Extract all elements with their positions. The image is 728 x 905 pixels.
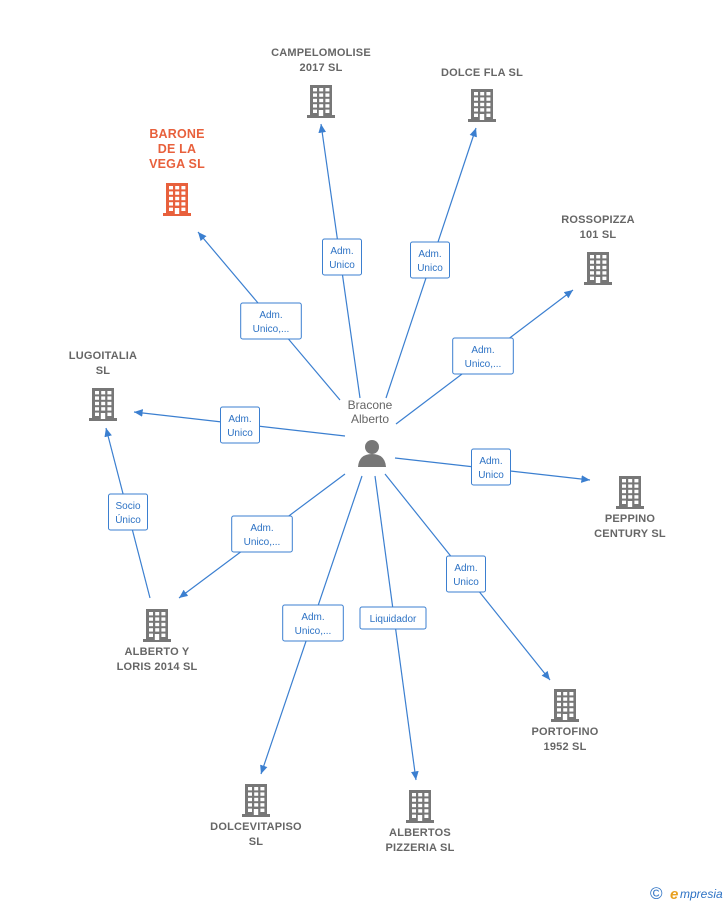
edge-label-box[interactable] — [452, 337, 514, 375]
node-label[interactable]: CAMPELOMOLISE — [271, 47, 371, 59]
building-icon — [406, 790, 434, 823]
edge-label-text: Único — [115, 513, 141, 526]
node-label[interactable]: SL — [96, 365, 111, 377]
edge-label-text: Unico — [417, 263, 443, 274]
node-label[interactable]: LUGOITALIA — [69, 350, 137, 362]
node-label[interactable]: 101 SL — [580, 229, 617, 241]
edge-label-text: Liquidador — [370, 614, 417, 625]
node-dolce-fla[interactable]: DOLCE FLA SL — [441, 67, 523, 122]
edge-label-text: Unico — [453, 577, 479, 588]
edge-center-to-lugoitalia[interactable]: Adm. Unico — [133, 406, 346, 444]
node-label[interactable]: ROSSOPIZZA — [561, 214, 635, 226]
edge-label-text: Adm. — [301, 612, 324, 623]
building-icon — [307, 85, 335, 118]
edge-label-box[interactable] — [322, 238, 362, 276]
person-icon — [358, 440, 386, 467]
edge-center-to-albertos-pizzeria[interactable]: Liquidador — [359, 475, 427, 781]
node-label[interactable]: DOLCEVITAPISO — [210, 821, 302, 833]
edge-center-to-dolce-fla[interactable]: Adm. Unico — [385, 127, 477, 399]
building-icon — [242, 784, 270, 817]
edge-label-box[interactable] — [471, 448, 511, 486]
edge-label-text: Adm. — [250, 523, 273, 534]
edge-label-box[interactable] — [410, 241, 450, 279]
node-label[interactable]: PIZZERIA SL — [385, 842, 454, 854]
node-albertos-pizzeria[interactable]: ALBERTOS PIZZERIA SL — [385, 790, 454, 854]
edge-label-text: Adm. — [479, 456, 502, 467]
node-portofino[interactable]: PORTOFINO 1952 SL — [532, 689, 599, 753]
nodes-layer: CAMPELOMOLISE 2017 SL DOLCE FLA SL BARONEDE… — [69, 47, 666, 854]
edge-label-text: Adm. — [228, 414, 251, 425]
node-label[interactable]: DE LA — [158, 142, 197, 156]
node-label[interactable]: PEPPINO — [605, 513, 656, 525]
building-icon — [163, 183, 191, 216]
edge-center-to-portofino[interactable]: Adm. Unico — [384, 473, 551, 681]
edge-center-to-alberto-loris[interactable]: Adm. Unico,... — [178, 473, 346, 599]
edge-label-box[interactable] — [359, 606, 427, 630]
edge-label-text: Unico,... — [244, 537, 281, 548]
building-icon — [468, 89, 496, 122]
brand-logo-initial: e — [670, 886, 678, 903]
node-label[interactable]: PORTOFINO — [532, 726, 599, 738]
edge-label-text: Adm. — [259, 310, 282, 321]
edge-label-box[interactable] — [231, 515, 293, 553]
center-name[interactable]: Bracone — [348, 398, 393, 412]
node-label[interactable]: 2017 SL — [300, 62, 343, 74]
node-peppino[interactable]: PEPPINO CENTURY SL — [594, 476, 666, 540]
node-label[interactable]: SL — [249, 836, 264, 848]
node-dolcevitapiso[interactable]: DOLCEVITAPISO SL — [210, 784, 302, 848]
node-label[interactable]: BARONE — [149, 127, 204, 141]
node-label[interactable]: ALBERTOS — [389, 827, 451, 839]
node-label[interactable]: VEGA SL — [149, 157, 205, 171]
node-alberto-loris[interactable]: ALBERTO Y LORIS 2014 SL — [117, 609, 198, 673]
edge-center-to-barone[interactable]: Adm. Unico,... — [197, 231, 341, 401]
edge-label-text: Adm. — [454, 563, 477, 574]
edge-label-box[interactable] — [220, 406, 260, 444]
edge-label-box[interactable] — [240, 302, 302, 340]
node-label[interactable]: ALBERTO Y — [125, 646, 190, 658]
brand-logo-text[interactable]: mpresia — [680, 887, 723, 901]
edge-label-text: Adm. — [418, 249, 441, 260]
node-label[interactable]: 1952 SL — [544, 741, 587, 753]
node-label[interactable]: CENTURY SL — [594, 528, 666, 540]
edge-label-text: Unico — [329, 260, 355, 271]
node-lugoitalia[interactable]: LUGOITALIA SL — [69, 350, 137, 421]
node-label[interactable]: LORIS 2014 SL — [117, 661, 198, 673]
edge-label-text: Unico — [227, 428, 253, 439]
edge-label-text: Unico,... — [253, 324, 290, 335]
edge-label-box[interactable] — [108, 493, 148, 531]
edge-label-text: Unico,... — [295, 626, 332, 637]
edge-label-box[interactable] — [282, 604, 344, 642]
copyright-icon: © — [650, 884, 663, 903]
edge-label-text: Unico — [478, 470, 504, 481]
edge-center-to-rossopizza[interactable]: Adm. Unico,... — [395, 289, 574, 425]
edge-center-to-campelomolise[interactable]: Adm. Unico — [318, 123, 362, 399]
building-icon — [143, 609, 171, 642]
edge-label-text: Adm. — [330, 246, 353, 257]
building-icon — [89, 388, 117, 421]
edge-label-text: Adm. — [471, 345, 494, 356]
node-campelomolise[interactable]: CAMPELOMOLISE 2017 SL — [271, 47, 371, 118]
node-label[interactable]: DOLCE FLA SL — [441, 67, 523, 79]
edge-label-text: Unico,... — [465, 359, 502, 370]
edges-layer: Adm.UnicoAdm.UnicoAdm.Unico,...Adm.Unico… — [104, 123, 591, 781]
building-icon — [551, 689, 579, 722]
node-rossopizza[interactable]: ROSSOPIZZA 101 SL — [561, 214, 635, 285]
edge-center-to-dolcevitapiso[interactable]: Adm. Unico,... — [260, 475, 363, 775]
edge-label-box[interactable] — [446, 555, 486, 593]
edge-label-text: Socio — [115, 501, 140, 512]
building-icon — [616, 476, 644, 509]
center-name[interactable]: Alberto — [351, 412, 389, 426]
edge-center-to-peppino[interactable]: Adm. Unico — [394, 448, 591, 486]
building-icon — [584, 252, 612, 285]
